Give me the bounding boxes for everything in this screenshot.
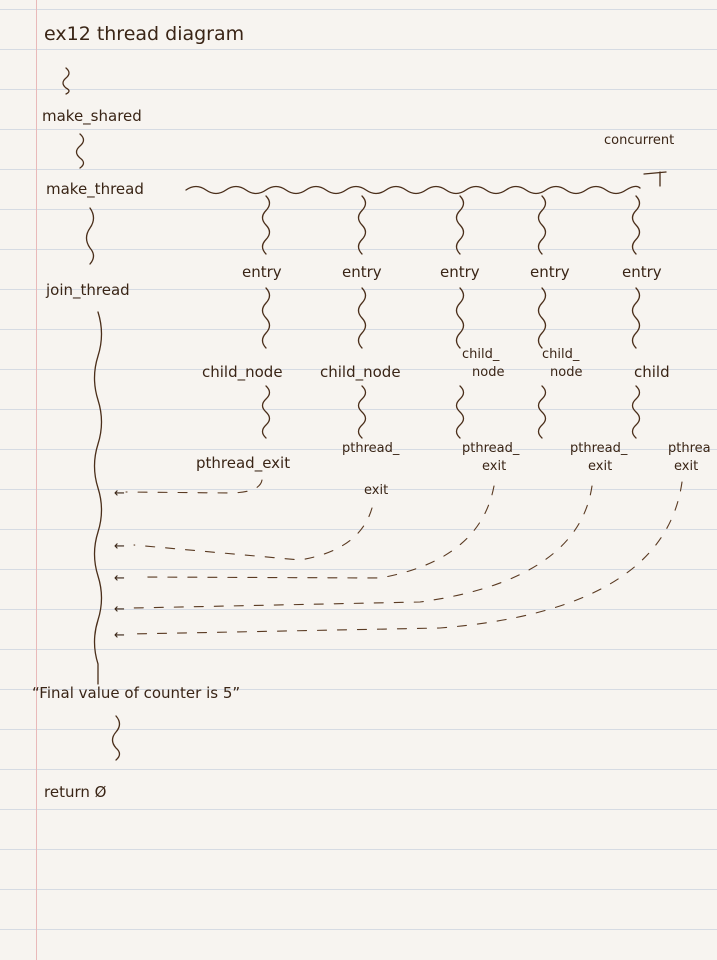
thread-entry-label: entry	[530, 263, 570, 281]
return-path-thread-3	[139, 485, 495, 579]
squiggle-wave-to-entry	[261, 195, 271, 255]
thread-child-label: child_	[542, 347, 580, 362]
squiggle-make-thread-to-join-thread	[85, 207, 95, 265]
return-arrow-head: ←	[114, 486, 125, 501]
thread-child-label-line2: node	[472, 365, 504, 380]
thread-1: entry child_node pthread_exit	[196, 195, 290, 473]
squiggle-child-to-exit	[261, 385, 271, 439]
squiggle-make-shared-to-make-thread	[75, 133, 85, 169]
squiggle-entry-to-child	[631, 287, 641, 349]
thread-exit-label-line2: exit	[364, 483, 388, 498]
concurrent-bracket	[643, 171, 667, 187]
thread-entry-label: entry	[440, 263, 480, 281]
squiggle-child-to-exit	[537, 385, 547, 439]
return-path-thread-5	[129, 481, 683, 635]
thread-child-label: child_node	[202, 363, 283, 382]
squiggle-child-to-exit	[631, 385, 641, 439]
thread-exit-label-line2: exit	[674, 459, 698, 474]
thread-exit-label-line2: exit	[482, 459, 506, 474]
squiggle-wave-to-entry	[357, 195, 367, 255]
thread-5: entry child pthrea exit	[622, 195, 711, 474]
margin-line	[36, 0, 37, 960]
squiggle-entry-to-child	[537, 287, 547, 349]
thread-entry-label: entry	[622, 263, 662, 281]
thread-child-label: child_	[462, 347, 500, 362]
return-arrows: ← ← ← ← ←	[114, 479, 683, 643]
thread-exit-label-line2: exit	[588, 459, 612, 474]
return-arrow-head: ←	[114, 602, 125, 617]
return-path-thread-2	[133, 507, 373, 561]
thread-4: entry child_node pthread_exit	[530, 195, 628, 474]
thread-3: entry child_node pthread_exit	[440, 195, 520, 474]
thread-exit-label: pthread_	[342, 441, 400, 456]
squiggle-child-to-exit	[357, 385, 367, 439]
squiggle-wave-to-entry	[537, 195, 547, 255]
thread-exit-label: pthread_	[570, 441, 628, 456]
thread-child-label: child_node	[320, 363, 401, 382]
node-make-thread: make_thread	[46, 180, 144, 199]
return-arrow-head: ←	[114, 539, 125, 554]
thread-exit-label: pthread_	[462, 441, 520, 456]
squiggle-entry-to-child	[455, 287, 465, 349]
thread-exit-label: pthrea	[668, 441, 711, 456]
concurrent-label: concurrent	[604, 133, 674, 148]
node-make-shared: make_shared	[42, 107, 142, 126]
thread-child-label: child	[634, 363, 670, 381]
thread-entry-label: entry	[342, 263, 382, 281]
concurrency-wave	[185, 185, 641, 195]
squiggle-entry-to-child	[261, 287, 271, 349]
join-thread-wait-line	[93, 311, 103, 685]
thread-entry-label: entry	[242, 263, 282, 281]
return-arrow-head: ←	[114, 628, 125, 643]
diagram-title: ex12 thread diagram	[44, 23, 244, 45]
thread-child-label-line2: node	[550, 365, 582, 380]
return-path-thread-1	[125, 479, 263, 494]
node-return: return Ø	[44, 783, 107, 801]
node-final-value: “Final value of counter is 5”	[32, 684, 240, 702]
thread-exit-label: pthread_exit	[196, 454, 290, 473]
squiggle-final-to-return	[111, 715, 121, 761]
return-arrow-head: ←	[114, 571, 125, 586]
thread-columns: entrychild_nodepthread_exitentrychild_no…	[196, 195, 711, 498]
squiggle-wave-to-entry	[455, 195, 465, 255]
node-join-thread: join_thread	[45, 281, 130, 300]
squiggle-title-to-make-shared	[62, 67, 70, 95]
squiggle-entry-to-child	[357, 287, 367, 349]
squiggle-wave-to-entry	[631, 195, 641, 255]
squiggle-child-to-exit	[455, 385, 465, 439]
thread-2: entry child_node pthread_exit	[320, 195, 401, 498]
return-path-thread-4	[131, 485, 593, 609]
